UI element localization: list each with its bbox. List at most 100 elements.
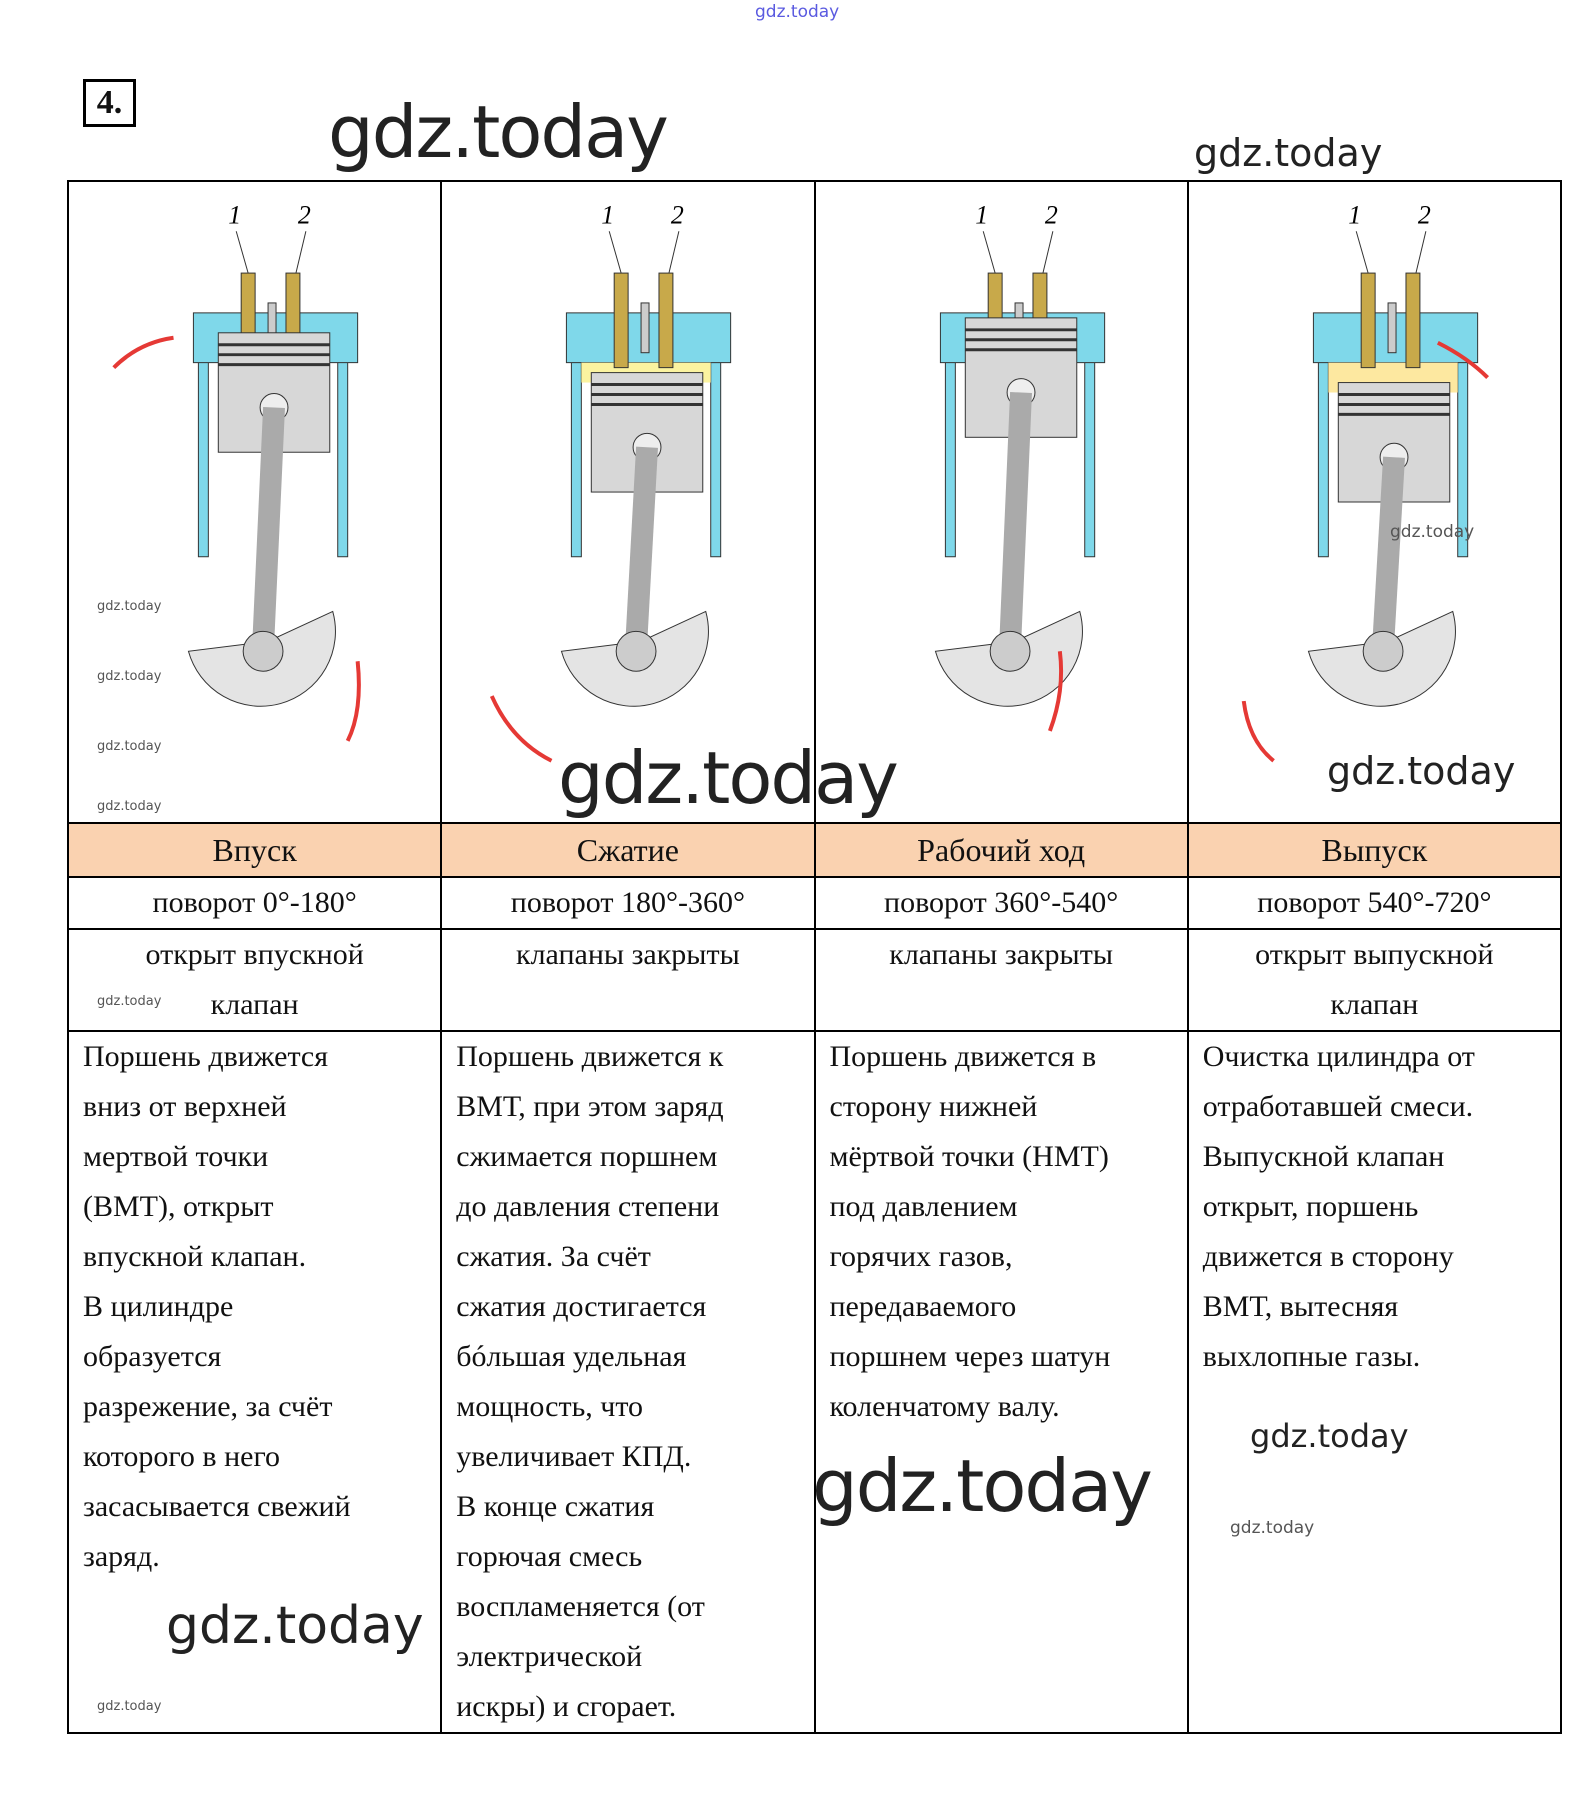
description-line: заряд. bbox=[83, 1540, 160, 1573]
description-line: бóльшая удельная bbox=[456, 1340, 687, 1373]
description-line: коленчатому валу. bbox=[829, 1390, 1060, 1423]
rotation-arrow-icon bbox=[1436, 340, 1489, 379]
rotation: поворот 180°-360° bbox=[440, 876, 816, 930]
description-line: сторону нижней bbox=[829, 1090, 1038, 1123]
description-line: ВМТ, вытесняя bbox=[1202, 1290, 1399, 1323]
valve-label-2: 2 bbox=[671, 200, 684, 229]
valve-label-1: 1 bbox=[228, 200, 241, 229]
description-line: до давления степени bbox=[456, 1190, 720, 1223]
description-line: Выпускной клапан bbox=[1202, 1140, 1445, 1173]
rotation-arrow-icon bbox=[112, 335, 174, 370]
description: Очистка цилиндра от отработавшей смеси. Вы… bbox=[1186, 1030, 1563, 1734]
description-line: сжатия достигается bbox=[456, 1290, 707, 1323]
watermark: gdz.today bbox=[97, 599, 162, 614]
rotation-arrow-icon bbox=[345, 661, 361, 742]
stroke-names-row: Впуск Сжатие Рабочий ход Выпуск bbox=[66, 822, 1563, 878]
description-line: засасывается свежий bbox=[83, 1490, 351, 1523]
description-line: горючая смесь bbox=[456, 1540, 643, 1573]
description: Поршень движется к ВМТ, при этом заряд сжи… bbox=[440, 1030, 816, 1734]
task-number: 4. bbox=[83, 79, 136, 127]
description: Поршень движется вниз от верхней мертвой т… bbox=[66, 1030, 443, 1734]
watermark: gdz.today bbox=[1390, 522, 1475, 542]
watermark: gdz.today bbox=[1327, 749, 1516, 793]
description-line: электрической bbox=[456, 1640, 643, 1673]
description-line: открыт, поршень bbox=[1202, 1190, 1419, 1223]
description-line: сжимается поршнем bbox=[456, 1140, 718, 1173]
valve-label-2: 2 bbox=[1044, 200, 1057, 229]
rotation-row: поворот 0°-180° поворот 180°-360° поворо… bbox=[66, 876, 1563, 930]
valve-state: клапаны закрыты bbox=[813, 928, 1189, 1032]
description-line: Поршень движется к bbox=[456, 1040, 724, 1073]
watermark: gdz.today bbox=[97, 994, 162, 1009]
description-line: В цилиндре bbox=[83, 1290, 234, 1323]
description-line: под давлением bbox=[829, 1190, 1018, 1223]
description-line: Поршень движется в bbox=[829, 1040, 1097, 1073]
description-line: В конце сжатия bbox=[456, 1490, 655, 1523]
description-line: отработавшей смеси. bbox=[1202, 1090, 1474, 1123]
description-line: передаваемого bbox=[829, 1290, 1017, 1323]
description-line: Очистка цилиндра от bbox=[1202, 1040, 1475, 1073]
rotation: поворот 540°-720° bbox=[1186, 876, 1563, 930]
valve-label-1: 1 bbox=[601, 200, 614, 229]
description-row: Поршень движется вниз от верхней мертвой т… bbox=[66, 1030, 1563, 1734]
watermark: gdz.today bbox=[1230, 1518, 1315, 1538]
description-line: горячих газов, bbox=[829, 1240, 1013, 1273]
rotation-arrow-icon bbox=[1047, 651, 1063, 732]
description: Поршень движется в сторону нижней мёртвой … bbox=[813, 1030, 1189, 1734]
watermark: gdz.today bbox=[166, 1596, 424, 1656]
description-line: выхлопные газы. bbox=[1202, 1340, 1421, 1373]
description-line: Поршень движется bbox=[83, 1040, 329, 1073]
watermark: gdz.today bbox=[97, 799, 162, 814]
description-line: мёртвой точки (НМТ) bbox=[829, 1140, 1109, 1173]
stroke-name: Сжатие bbox=[440, 822, 816, 878]
stroke-name: Впуск bbox=[66, 822, 443, 878]
rotation-arrow-icon bbox=[490, 695, 553, 763]
watermark: gdz.today bbox=[1250, 1417, 1409, 1455]
description-line: впускной клапан. bbox=[83, 1240, 307, 1273]
stroke-name: Выпуск bbox=[1186, 822, 1563, 878]
stroke-name: Рабочий ход bbox=[813, 822, 1189, 878]
description-line: вниз от верхней bbox=[83, 1090, 287, 1123]
watermark: gdz.today bbox=[558, 736, 899, 820]
description-line: мертвой точки bbox=[83, 1140, 269, 1173]
watermark: gdz.today bbox=[812, 1444, 1153, 1528]
rotation: поворот 360°-540° bbox=[813, 876, 1189, 930]
valve-label-1: 1 bbox=[1348, 200, 1361, 229]
description-line: увеличивает КПД. bbox=[456, 1440, 692, 1473]
valve-label-1: 1 bbox=[975, 200, 988, 229]
watermark: gdz.today bbox=[1194, 131, 1383, 175]
description-line: (ВМТ), открыт bbox=[83, 1190, 274, 1223]
description-line: мощность, что bbox=[456, 1390, 644, 1423]
rotation: поворот 0°-180° bbox=[66, 876, 443, 930]
description-line: ВМТ, при этом заряд bbox=[456, 1090, 724, 1123]
watermark: gdz.today bbox=[97, 669, 162, 684]
description-line: поршнем через шатун bbox=[829, 1340, 1111, 1373]
watermark-top: gdz.today bbox=[755, 2, 840, 22]
description-line: сжатия. За счёт bbox=[456, 1240, 651, 1273]
valve-state: клапаны закрыты bbox=[440, 928, 816, 1032]
description-line: искры) и сгорает. bbox=[456, 1690, 677, 1723]
watermark: gdz.today bbox=[328, 90, 669, 174]
description-line: образуется bbox=[83, 1340, 222, 1373]
watermark: gdz.today bbox=[97, 739, 162, 754]
description-line: движется в сторону bbox=[1202, 1240, 1454, 1273]
valve-label-2: 2 bbox=[298, 200, 311, 229]
description-line: воспламеняется (от bbox=[456, 1590, 705, 1623]
valve-label-2: 2 bbox=[1418, 200, 1431, 229]
rotation-arrow-icon bbox=[1241, 700, 1275, 763]
description-line: разрежение, за счёт bbox=[83, 1390, 333, 1423]
